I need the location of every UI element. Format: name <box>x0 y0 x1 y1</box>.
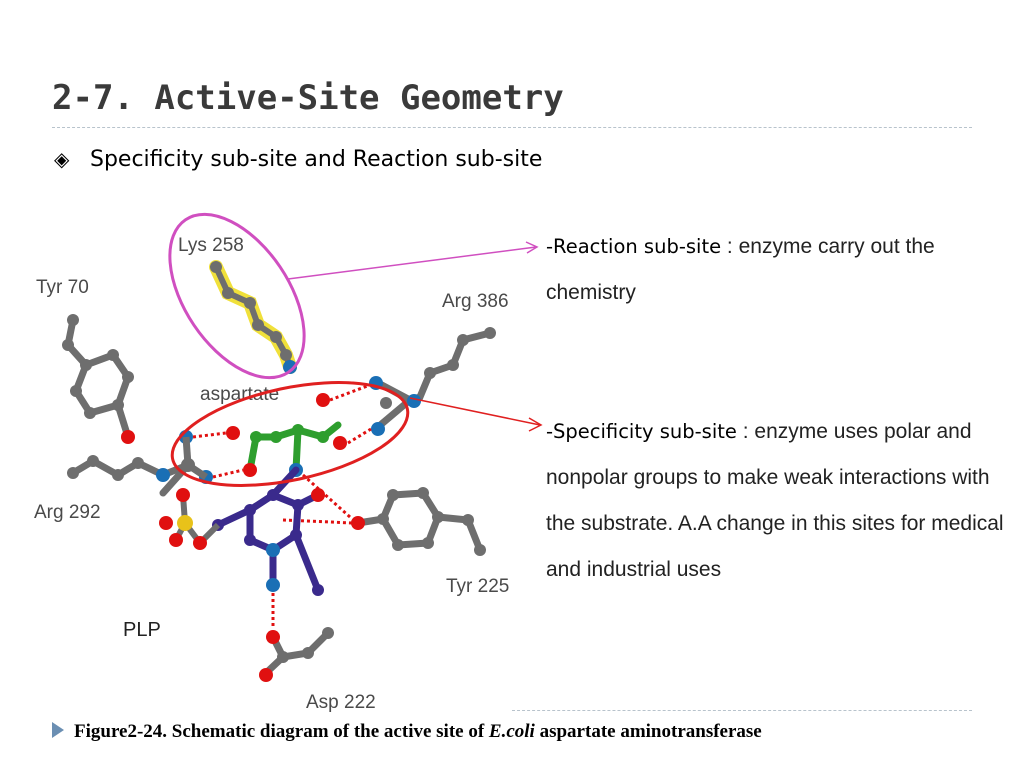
reaction-subsite-term: -Reaction sub-site <box>546 235 722 258</box>
reaction-subsite-description: -Reaction sub-site : enzyme carry out th… <box>546 235 935 304</box>
label-arg386: Arg 386 <box>442 291 509 312</box>
specificity-subsite-description: -Specificity sub-site : enzyme uses pola… <box>546 420 1004 581</box>
label-tyr225: Tyr 225 <box>446 576 509 597</box>
label-aspartate: aspartate <box>200 384 279 405</box>
title-divider <box>52 127 972 128</box>
tyr225-residue <box>354 489 484 554</box>
label-lys258: Lys 258 <box>178 235 244 256</box>
label-arg292: Arg 292 <box>34 502 101 523</box>
bullet-text: Specificity sub-site and Reaction sub-si… <box>90 147 543 172</box>
active-site-diagram: Lys 258 Tyr 70 Arg 386 aspartate Arg 292… <box>34 235 509 713</box>
reaction-subsite-text: enzyme carry out the chemistry <box>546 235 935 304</box>
plp-cofactor <box>159 466 325 596</box>
caption-divider <box>512 710 972 711</box>
lys258-residue <box>209 260 297 374</box>
caption-triangle-icon <box>52 722 64 738</box>
label-plp: PLP <box>123 619 161 641</box>
label-tyr70: Tyr 70 <box>36 277 89 298</box>
label-asp222: Asp 222 <box>306 692 376 713</box>
figure-caption: Figure2-24. Schematic diagram of the act… <box>52 721 762 743</box>
diamond-bullet-icon: ◈ <box>54 147 70 171</box>
bullet-point: ◈ Specificity sub-site and Reaction sub-s… <box>54 147 542 172</box>
page-title: 2-7. Active-Site Geometry <box>52 78 564 118</box>
tyr70-residue <box>64 316 132 441</box>
aspartate-substrate <box>226 393 347 477</box>
specificity-subsite-term: -Specificity sub-site <box>546 420 737 443</box>
specificity-subsite-text: enzyme uses polar and nonpolar groups to… <box>546 420 1004 581</box>
arg386-residue <box>374 329 494 431</box>
